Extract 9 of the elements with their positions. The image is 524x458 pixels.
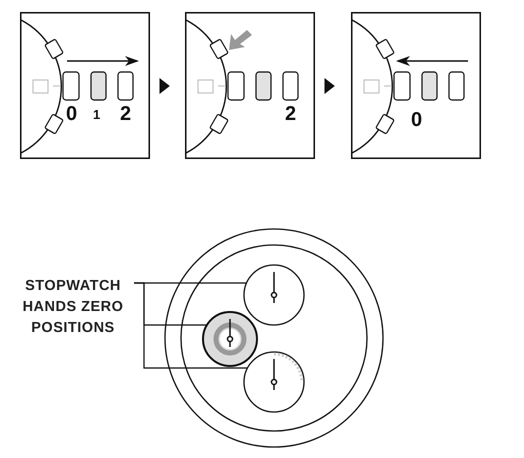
step-arrow: [324, 78, 335, 94]
callout-label: STOPWATCH HANDS ZERO POSITIONS: [10, 276, 136, 339]
position-number: 0: [66, 104, 78, 124]
step-arrow: [160, 78, 170, 94]
position-number: 1: [93, 108, 100, 121]
leader-line: [134, 282, 248, 369]
position-number: 2: [120, 104, 132, 124]
position-number: 2: [285, 104, 296, 124]
position-number: 0: [411, 110, 422, 130]
